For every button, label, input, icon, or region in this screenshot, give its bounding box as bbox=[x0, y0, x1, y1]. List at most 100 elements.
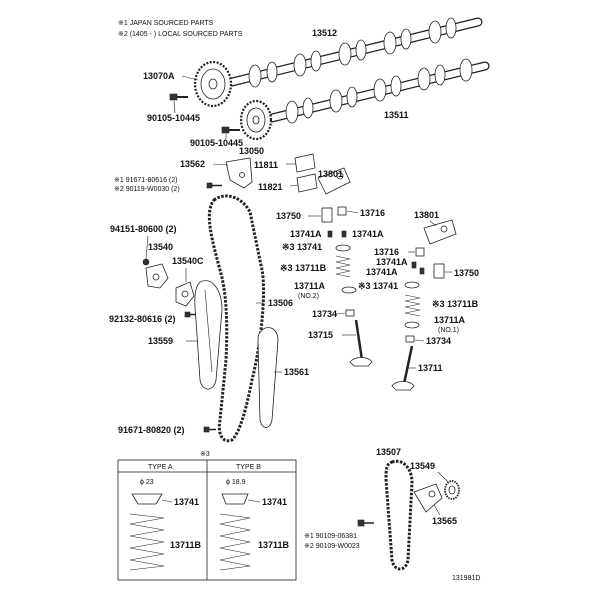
label-13561: 13561 bbox=[284, 367, 309, 377]
valve-stem-cap-13716-a bbox=[337, 206, 347, 216]
label-90105-10445-b: 90105-10445 bbox=[190, 138, 243, 148]
label-11821: 11821 bbox=[258, 182, 283, 192]
spring-seat-13711A-a bbox=[341, 286, 357, 294]
label-91671-80820: 91671-80820 (2) bbox=[118, 425, 185, 435]
type-a-header: TYPE A bbox=[148, 464, 173, 471]
type-b-label-13741: 13741 bbox=[262, 497, 287, 507]
label-13741A-b: 13741A bbox=[352, 229, 384, 239]
label-91671-80616: ※1 91671-80616 (2) bbox=[114, 177, 177, 184]
valve-seal-13734-b bbox=[405, 335, 415, 343]
label-13741A-c: 13741A bbox=[376, 257, 408, 267]
gear-13549 bbox=[444, 480, 460, 500]
label-no2: (NO.2) bbox=[298, 293, 319, 300]
label-94151-80600: 94151-80600 (2) bbox=[110, 224, 177, 234]
diagram-id: 131981D bbox=[452, 575, 480, 582]
label-13711B-b: ※3 13711B bbox=[432, 299, 479, 309]
label-13801-b: 13801 bbox=[414, 210, 439, 220]
retainer-13741-a bbox=[335, 244, 351, 252]
bolt-91671-80820 bbox=[203, 426, 216, 433]
label-90119-W0030: ※2 90119-W0030 (2) bbox=[114, 186, 180, 193]
valve-spring-13711B-b bbox=[404, 294, 421, 317]
chain-guide-13559 bbox=[194, 280, 223, 390]
label-13562: 13562 bbox=[180, 159, 205, 169]
type-a-label-13711B: 13711B bbox=[170, 540, 202, 550]
vvt-gear-13070A bbox=[193, 60, 233, 108]
valve-13711 bbox=[391, 345, 415, 391]
camshaft-13512 bbox=[227, 17, 483, 88]
label-13565: 13565 bbox=[432, 516, 457, 526]
retainer-13741-b bbox=[404, 281, 420, 289]
label-13750-a: 13750 bbox=[276, 211, 301, 221]
keeper-13741A-a bbox=[327, 230, 347, 238]
label-13540C: 13540C bbox=[172, 256, 204, 266]
types-ref-mark: ※3 bbox=[200, 451, 210, 458]
label-13715: 13715 bbox=[308, 330, 333, 340]
label-13711A-b: 13711A bbox=[434, 315, 466, 325]
type-a-spring-13711B bbox=[129, 513, 165, 571]
gasket-13540C bbox=[175, 281, 195, 307]
spring-seat-13711A-b bbox=[404, 321, 420, 329]
tensioner-13565 bbox=[413, 483, 443, 513]
label-13540: 13540 bbox=[148, 242, 173, 252]
type-b-header: TYPE B bbox=[236, 464, 261, 471]
label-11811: 11811 bbox=[254, 160, 278, 170]
chain-tensioner-13540 bbox=[142, 258, 169, 289]
label-90109-W0023: ※2 90109-W0023 bbox=[304, 543, 360, 550]
bolt-90109 bbox=[357, 519, 374, 527]
keeper-13741A-b bbox=[411, 261, 425, 275]
label-13741-a: ※3 13741 bbox=[282, 242, 322, 252]
label-13734-a: 13734 bbox=[312, 309, 337, 319]
type-a-diameter: ϕ 23 bbox=[140, 479, 154, 486]
type-a-retainer-13741 bbox=[131, 493, 163, 505]
rocker-arm-13801-b bbox=[423, 219, 457, 245]
label-13741A-a: 13741A bbox=[290, 229, 322, 239]
type-b-spring-13711B bbox=[219, 513, 251, 571]
label-13741A-d: 13741A bbox=[366, 267, 398, 277]
label-13070A: 13070A bbox=[143, 71, 175, 81]
label-13711: 13711 bbox=[418, 363, 443, 373]
bolt-90105-10445-b bbox=[221, 126, 240, 134]
label-13507: 13507 bbox=[376, 447, 401, 457]
bolt-90105-10445-a bbox=[169, 93, 188, 101]
label-13512: 13512 bbox=[312, 28, 337, 38]
type-b-label-13711B: 13711B bbox=[258, 540, 290, 550]
label-13559: 13559 bbox=[148, 336, 173, 346]
label-92132-80616: 92132-80616 (2) bbox=[109, 314, 176, 324]
label-13711A-a: 13711A bbox=[294, 281, 326, 291]
bearing-cap-11811 bbox=[294, 153, 316, 173]
label-13734-b: 13734 bbox=[426, 336, 451, 346]
note-japan-sourced: ※1 JAPAN SOURCED PARTS bbox=[118, 20, 214, 27]
label-13711B-a: ※3 13711B bbox=[280, 263, 327, 273]
label-90109-06381: ※1 90109-06381 bbox=[304, 533, 357, 540]
label-13549: 13549 bbox=[410, 461, 435, 471]
label-90105-10445-a: 90105-10445 bbox=[147, 113, 200, 123]
note-local-sourced: ※2 (1405 - ) LOCAL SOURCED PARTS bbox=[118, 31, 243, 38]
rocker-arm-13801-a bbox=[317, 167, 351, 195]
lash-adjuster-13750-b bbox=[433, 263, 445, 279]
valve-spring-13711B-a bbox=[335, 255, 351, 278]
label-13506: 13506 bbox=[268, 298, 293, 308]
bearing-cap-11821 bbox=[296, 173, 318, 193]
valve-13715 bbox=[349, 319, 373, 367]
label-13801-a: 13801 bbox=[318, 169, 343, 179]
label-13741-b: ※3 13741 bbox=[358, 281, 398, 291]
type-b-retainer-13741 bbox=[221, 493, 249, 505]
label-13716-b: 13716 bbox=[374, 247, 399, 257]
camshaft-13511 bbox=[267, 58, 490, 124]
timing-chain-13506 bbox=[207, 194, 266, 443]
valve-seal-13734-a bbox=[345, 309, 355, 317]
label-13050: 13050 bbox=[239, 146, 264, 156]
valve-stem-cap-13716-b bbox=[415, 247, 425, 257]
oil-pump-chain-13507 bbox=[384, 459, 414, 571]
spring-types-box bbox=[117, 459, 297, 581]
label-13750-b: 13750 bbox=[454, 268, 479, 278]
type-b-diameter: ϕ 18.9 bbox=[226, 479, 246, 486]
label-no1: (NO.1) bbox=[438, 327, 459, 334]
bolt-91671-80616 bbox=[206, 182, 222, 189]
cam-gear-13050 bbox=[239, 99, 273, 141]
bracket-13562 bbox=[225, 157, 253, 189]
lash-adjuster-13750-a bbox=[321, 207, 333, 223]
label-13511: 13511 bbox=[384, 110, 409, 120]
type-a-label-13741: 13741 bbox=[174, 497, 199, 507]
